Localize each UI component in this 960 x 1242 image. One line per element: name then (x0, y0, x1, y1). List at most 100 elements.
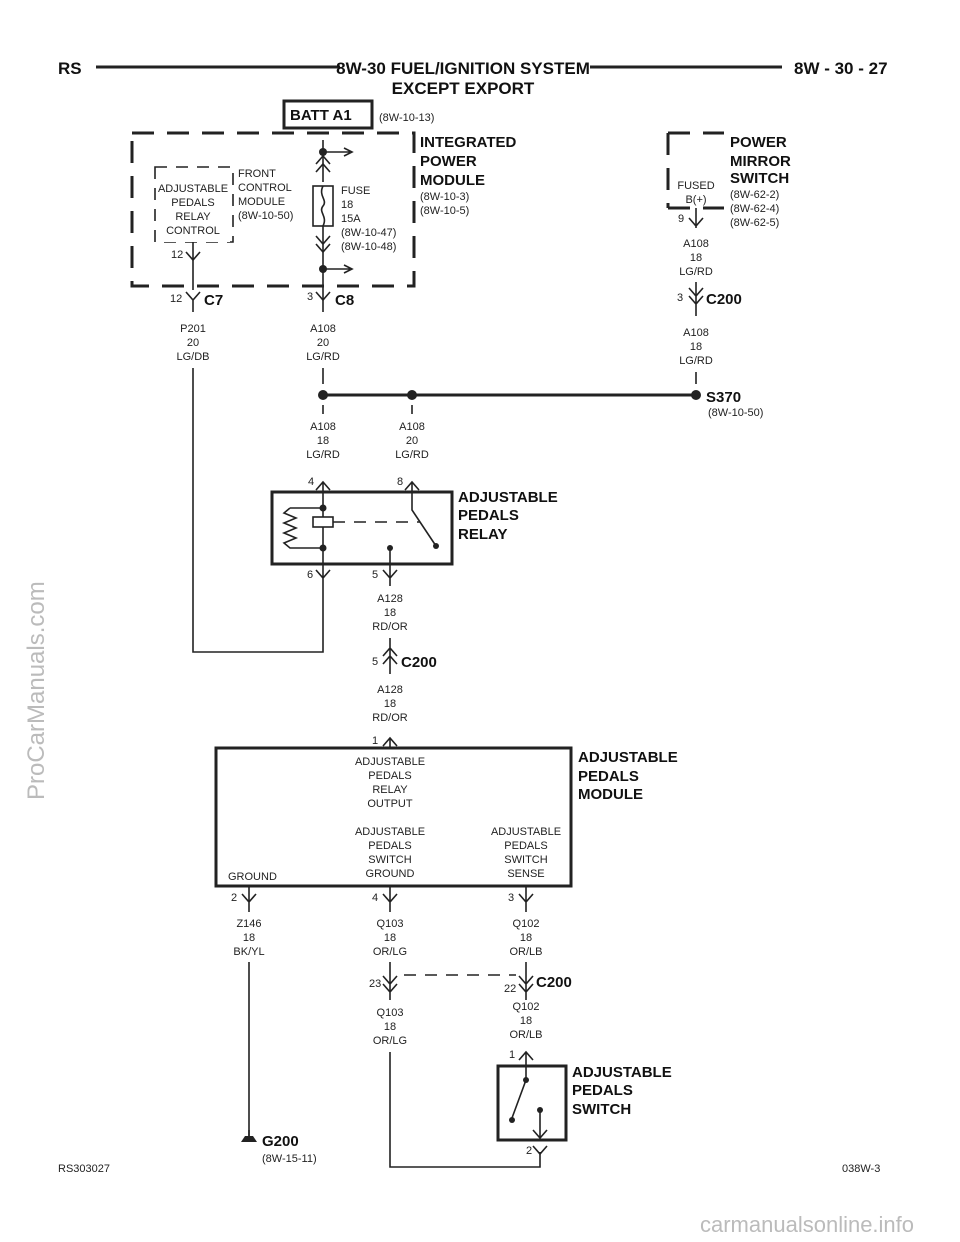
mirror-title-2: MIRROR (730, 153, 791, 170)
q103-wire-2: 18 (384, 932, 396, 944)
batt-ref: (8W-10-13) (379, 112, 434, 124)
switch-pin2-terminal (532, 1145, 548, 1156)
module-switch-sense-3: SWITCH (504, 854, 547, 866)
module-switch-sense-1: ADJUSTABLE (491, 826, 561, 838)
switch-contact-dot (509, 1117, 515, 1123)
mirror-c200-pin: 3 (677, 292, 683, 304)
mirror-ref-1: (8W-62-2) (730, 189, 779, 201)
fcm-title-2: CONTROL (238, 182, 292, 194)
mirror-ref-3: (8W-62-5) (730, 217, 779, 229)
module-switch-ground-2: PEDALS (368, 840, 411, 852)
q103-wire-3: OR/LG (373, 946, 407, 958)
ipm-top-arrow (323, 147, 354, 157)
switch-box (496, 1064, 568, 1142)
module-pin1-terminal (382, 736, 398, 748)
c200-pin22: 22 (504, 983, 516, 995)
fcm-pin-terminal (185, 242, 201, 262)
z146-wire-2: 18 (243, 932, 255, 944)
relay-pin8: 8 (397, 476, 403, 488)
c200-pin23: 23 (369, 978, 381, 990)
a108-relay4-1: A108 (310, 421, 336, 433)
module-relay-output-2: PEDALS (368, 770, 411, 782)
c200-pin22-connector (518, 962, 534, 1000)
fuse-bottom-terminal (315, 235, 331, 254)
fuse-label-3: 15A (341, 213, 361, 225)
switch-pivot-dot (523, 1077, 529, 1083)
batt-label: BATT A1 (290, 107, 352, 124)
ipm-ref-2: (8W-10-5) (420, 205, 469, 217)
switch-title-1: ADJUSTABLE (572, 1064, 672, 1081)
q103b-wire-1: Q103 (377, 1007, 404, 1019)
module-ground-label: GROUND (228, 871, 277, 883)
fuse-label-2: 18 (341, 199, 353, 211)
mirror-wire1-1: A108 (683, 238, 709, 250)
module-switch-sense-2: PEDALS (504, 840, 547, 852)
c8-label: C8 (335, 292, 354, 309)
module-switch-ground-1: ADJUSTABLE (355, 826, 425, 838)
c200-pin23-connector (382, 962, 398, 1000)
mirror-wire2-2: 18 (690, 341, 702, 353)
switch-title-3: SWITCH (572, 1101, 631, 1118)
module-pin1: 1 (372, 735, 378, 747)
fcm-title-4: (8W-10-50) (238, 210, 293, 222)
relay-c200-pin: 5 (372, 656, 378, 668)
module-relay-output-4: OUTPUT (367, 798, 413, 810)
relay-coil-dot-bottom (319, 544, 327, 552)
module-pin4: 4 (372, 892, 378, 904)
a108-relay8-2: 20 (406, 435, 418, 447)
module-title-1: ADJUSTABLE (578, 749, 678, 766)
switch-title-2: PEDALS (572, 1082, 633, 1099)
switch-fixed-dot (537, 1107, 543, 1113)
fcm-label-3: RELAY (175, 211, 211, 223)
a108-relay4-3: LG/RD (306, 449, 340, 461)
mirror-pin-terminal (688, 208, 704, 228)
mirror-ref-2: (8W-62-4) (730, 203, 779, 215)
batt-box (282, 99, 374, 130)
z146-wire-1: Z146 (236, 918, 261, 930)
mirror-wire1-3: LG/RD (679, 266, 713, 278)
module-pin4-terminal (382, 886, 398, 912)
relay-nc-dot (387, 545, 393, 551)
module-title-2: PEDALS (578, 768, 639, 785)
q102-wire-1: Q102 (513, 918, 540, 930)
mirror-wire2-3: LG/RD (679, 355, 713, 367)
footer-left: RS303027 (58, 1163, 110, 1175)
q102-wire-3: OR/LB (509, 946, 542, 958)
p201-wire-1: P201 (180, 323, 206, 335)
ipm-title-1: INTEGRATED (420, 134, 517, 151)
module-pin3: 3 (508, 892, 514, 904)
fcm-label-1: ADJUSTABLE (158, 183, 228, 195)
watermark-vertical: ProCarManuals.com (23, 581, 50, 800)
c200-lower-label: C200 (536, 974, 572, 991)
p201-wire-run (192, 368, 324, 653)
mirror-title-1: POWER (730, 134, 787, 151)
module-box (214, 746, 573, 888)
relay-c200-connector (382, 638, 398, 674)
c7-label: C7 (204, 292, 223, 309)
relay-coil (312, 516, 334, 528)
splice-dot-left (318, 390, 328, 400)
relay-pin4-terminal (315, 480, 331, 492)
ground-label: G200 (262, 1133, 299, 1150)
fuse-label-1: FUSE (341, 185, 370, 197)
fcm-label-2: PEDALS (171, 197, 214, 209)
q103b-wire-3: OR/LG (373, 1035, 407, 1047)
s370-splice-dot (691, 390, 701, 400)
module-pin2-terminal (241, 886, 257, 912)
relay-title-1: ADJUSTABLE (458, 489, 558, 506)
header-title-line1: 8W-30 FUEL/IGNITION SYSTEM (336, 59, 590, 78)
relay-out-wire2-2: 18 (384, 698, 396, 710)
q102b-wire-2: 18 (520, 1015, 532, 1027)
module-title-3: MODULE (578, 786, 643, 803)
switch-contact-arm (511, 1066, 527, 1119)
ground-ref: (8W-15-11) (262, 1153, 317, 1165)
switch-pin1-terminal (518, 1050, 534, 1066)
z146-wire-3: BK/YL (233, 946, 264, 958)
relay-out-wire2-3: RD/OR (372, 712, 408, 724)
c7-connector-symbol (185, 260, 201, 312)
a108-relay4-2: 18 (317, 435, 329, 447)
switch-pin2: 2 (526, 1145, 532, 1157)
s370-label: S370 (706, 389, 741, 406)
c7-pin: 12 (170, 293, 182, 305)
module-switch-ground-3: SWITCH (368, 854, 411, 866)
